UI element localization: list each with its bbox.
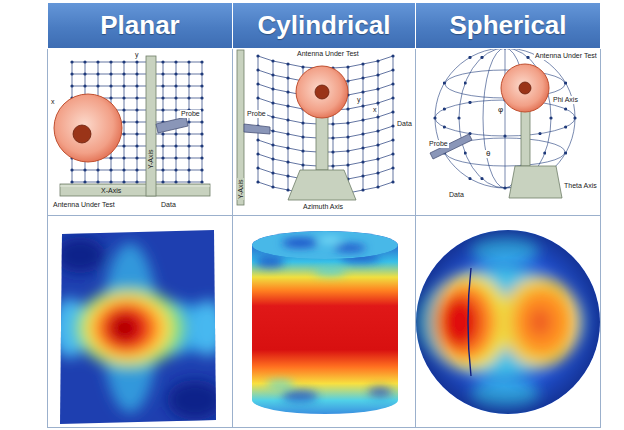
cylindrical-scanner [288,170,356,200]
cylindrical-heatmap [282,237,366,252]
part-label: Y-Axis [237,178,245,200]
cylindrical-heatmap [266,380,294,388]
planar-heatmap [85,294,171,362]
cylindrical-heatmap [314,268,346,276]
spherical-scanner [444,100,565,136]
part-label: Data [396,120,413,128]
planar-scanner [60,184,210,196]
planar-scanner [54,94,122,162]
planar-heatmap [110,315,138,341]
cylindrical-heatmap [250,230,400,420]
cylindrical-scanner [237,50,244,205]
part-label: Antenna Under Test [296,50,360,58]
part-label: Antenna Under Test [534,52,598,60]
spherical-heatmap [416,230,600,414]
planar-heatmap [190,300,226,356]
planar-scanner [73,125,91,143]
part-label: Phi Axis [552,96,579,104]
cylindrical-heatmap [252,231,398,259]
header-title: Cylindrical [258,10,391,41]
header-cell: Planar [47,2,233,49]
cylindrical-scanner [244,124,270,134]
planar-scanner [72,182,202,183]
part-label: Data [448,191,465,199]
planar-heatmap [102,306,150,350]
part-label: Y-Axis [147,148,155,170]
planar-scanner [146,56,156,196]
cylindrical-heatmap [256,256,284,268]
table-grid [48,3,601,428]
cylindrical-scanner [315,85,329,99]
planar-heatmap [55,237,105,273]
spherical-scanner [459,57,551,178]
part-label: Theta Axis [563,182,598,190]
part-label: φ [497,106,504,114]
cylindrical-heatmap [256,253,392,402]
planar-heatmap [52,225,226,430]
planar-heatmap [93,300,161,356]
cylindrical-heatmap [282,238,318,248]
spherical-scanner [505,48,506,188]
part-label: y [356,96,362,104]
spherical-positioner [509,166,562,198]
cylindrical-heatmap [334,244,366,252]
planar-scanner [72,86,202,87]
part-label: x [372,106,378,114]
spherical-scanner [435,100,575,136]
planar-scanner [156,117,188,133]
cylindrical-scanner [296,66,348,118]
planar-heatmap [52,237,226,420]
part-label: Probe [180,110,201,118]
header-cell: Spherical [415,2,601,49]
cylindrical-heatmap [250,230,400,420]
part-label: θ [485,150,491,158]
spherical-positioner [519,82,531,94]
planar-heatmap [102,243,158,413]
cylindrical-scanner [237,50,393,205]
spherical-positioner [521,108,530,166]
spherical-heatmap [410,225,610,425]
cylindrical-heatmap [250,230,400,420]
spherical-heatmap [410,225,610,425]
cylindrical-heatmap [368,387,392,397]
part-label: X-Axis [100,187,122,195]
part-label: Probe [246,110,267,118]
planar-scanner [54,56,210,196]
table-grid [47,2,601,428]
cylindrical-heatmap [318,237,342,243]
table-grid [47,215,601,216]
planar-heatmap [75,288,185,368]
part-label: x [50,98,56,106]
part-label: Antenna Under Test [52,201,116,209]
header-cell: Cylindrical [232,2,416,49]
cylindrical-heatmap [282,390,318,402]
part-label: y [134,51,140,59]
part-label: Azimuth Axis [302,203,344,211]
header-title: Spherical [449,10,566,41]
planar-scanner [72,74,202,75]
planar-scanner [60,186,210,187]
cylindrical-heatmap [252,231,398,259]
planar-scanner [72,170,202,171]
header-title: Planar [100,10,180,41]
part-label: Data [160,201,177,209]
planar-heatmap [167,380,223,420]
part-label: Probe [428,140,449,148]
spherical-positioner [501,64,549,112]
cylindrical-scanner [316,116,328,170]
planar-scanner [72,62,202,63]
spherical-positioner [430,64,562,198]
